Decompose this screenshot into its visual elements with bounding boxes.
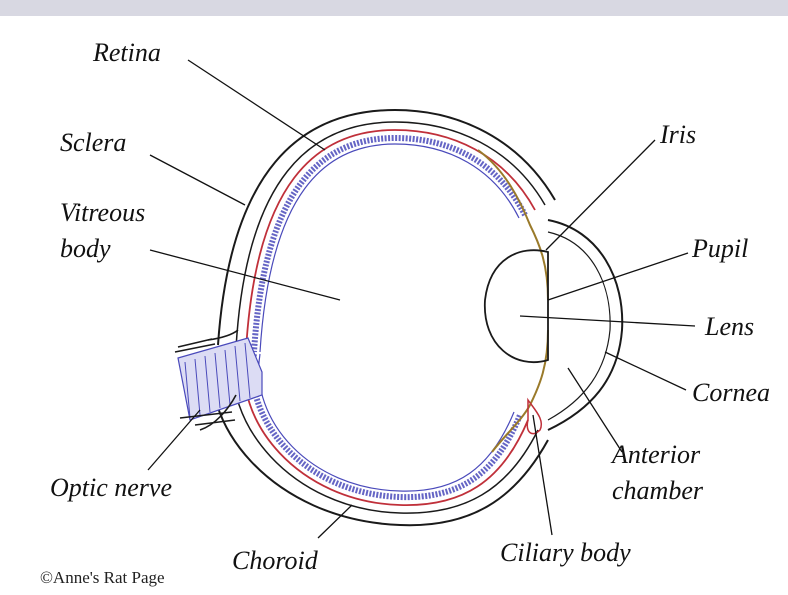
label-anterior-line1: Anterior [612,442,700,468]
label-iris: Iris [660,122,696,148]
label-lens: Lens [705,314,754,340]
label-vitreous-line1: Vitreous [60,200,145,226]
retina-layer [253,138,525,497]
sclera-pointer [150,155,245,205]
choroid-layer [244,130,535,505]
label-cornea: Cornea [692,380,770,406]
cornea-outer [548,220,622,430]
optic-nerve-pointer [148,410,200,470]
label-ciliary-body: Ciliary body [500,540,631,566]
label-choroid: Choroid [232,548,318,574]
pupil-pointer [548,253,688,300]
vitreous-pointer [150,250,340,300]
label-pupil: Pupil [692,236,748,262]
label-optic-nerve: Optic nerve [50,475,172,501]
eye-diagram [0,16,788,595]
cornea-inner [548,232,610,420]
retina-layer-inner [259,144,519,491]
ciliary-body-pointer [533,415,552,535]
iris-pointer [546,140,655,250]
cornea-pointer [605,352,686,390]
label-anterior-line2: chamber [612,478,703,504]
label-retina: Retina [93,40,161,66]
label-sclera: Sclera [60,130,126,156]
copyright-text: ©Anne's Rat Page [40,568,165,588]
lens-shape [485,250,548,362]
label-vitreous-line2: body [60,236,111,262]
retina-pointer [188,60,325,150]
lens-pointer [520,316,695,326]
header-band [0,0,788,16]
